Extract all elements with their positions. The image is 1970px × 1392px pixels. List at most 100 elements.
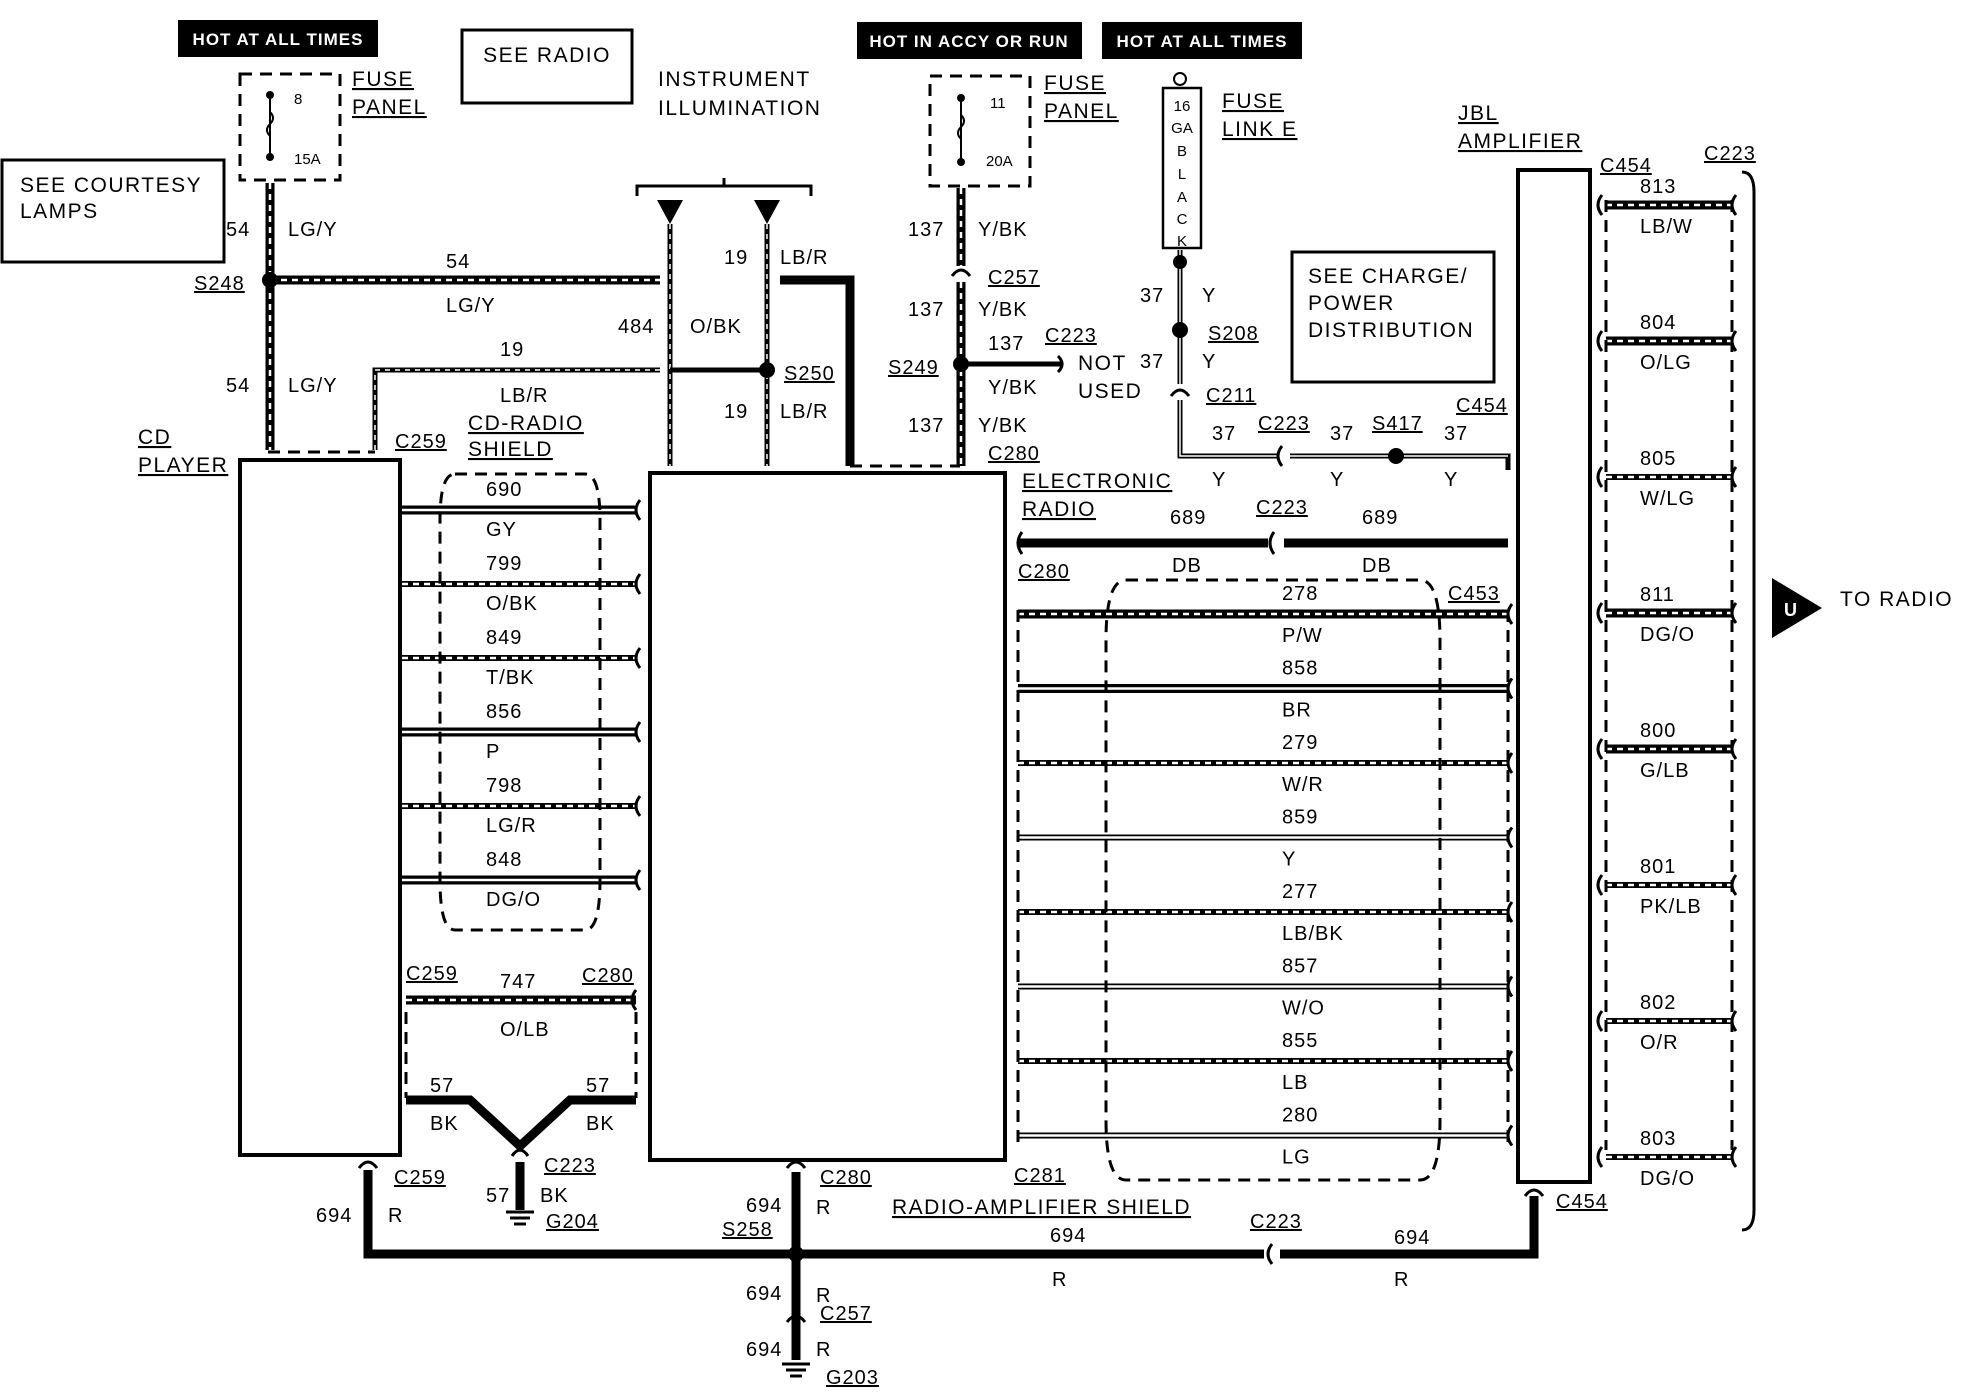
- connector-c223: C223: [1704, 143, 1756, 165]
- cd-ground-dash: [404, 1012, 638, 1098]
- connector-c257: C257: [988, 267, 1040, 289]
- wire-color: Y/BK: [978, 219, 1028, 241]
- wire-color: T/BK: [486, 667, 534, 689]
- wire-number: 37: [1140, 285, 1164, 307]
- see-charge-power-box: SEE CHARGE/ POWER DISTRIBUTION: [1290, 250, 1496, 384]
- wire-color: O/BK: [690, 316, 742, 338]
- wire-number: 803: [1640, 1128, 1676, 1150]
- wire-color: W/R: [1282, 774, 1324, 796]
- fuse-panel-label-1: FUSE: [1044, 72, 1106, 95]
- wire-color: DB: [1172, 555, 1202, 577]
- wire-color: DB: [1362, 555, 1392, 577]
- wire-color: BK: [586, 1113, 615, 1135]
- wire-color: BR: [1282, 700, 1312, 722]
- jbl-label-1: JBL: [1458, 102, 1499, 125]
- fuse-panel-label-1: FUSE: [352, 68, 414, 91]
- u-connector-marker: U: [1772, 578, 1822, 638]
- wire-number: 747: [500, 971, 536, 993]
- wire-number: 484: [618, 316, 654, 338]
- see-charge-label-3: DISTRIBUTION: [1308, 319, 1474, 342]
- wire-number: 137: [908, 299, 944, 321]
- link-letter: A: [1177, 189, 1187, 206]
- wire-number: 280: [1282, 1105, 1318, 1127]
- wire-color: GY: [486, 519, 517, 541]
- wire-number: 804: [1640, 312, 1676, 334]
- wire-number: 57: [486, 1185, 510, 1207]
- wire-number: 811: [1640, 584, 1675, 606]
- wire-number: 694: [746, 1339, 782, 1361]
- instrument-bracket: [635, 178, 813, 196]
- wire-number: 37: [1140, 351, 1164, 373]
- wire-number: 54: [226, 219, 250, 241]
- wire-number: 277: [1282, 881, 1318, 903]
- wire-color: R: [1394, 1269, 1409, 1291]
- wire-number: 858: [1282, 658, 1318, 680]
- wire-number: 37: [1212, 423, 1236, 445]
- wire-color: W/O: [1282, 998, 1325, 1020]
- wire-number: 137: [988, 333, 1024, 355]
- wire-number: 813: [1640, 176, 1676, 198]
- wire-color: R: [816, 1339, 831, 1361]
- wire-color: P/W: [1282, 625, 1323, 647]
- wire-number: 694: [746, 1195, 782, 1217]
- wire-number: 19: [500, 339, 524, 361]
- wire-number: 278: [1282, 583, 1318, 605]
- connector-c280: C280: [1018, 561, 1070, 583]
- see-courtesy-lamps-box: SEE COURTESY LAMPS: [0, 158, 226, 264]
- fuse-link-label-1: FUSE: [1222, 90, 1284, 113]
- splice-label-s248: S248: [194, 273, 245, 295]
- connector-c280: C280: [582, 965, 634, 987]
- wire-number: 689: [1170, 507, 1206, 529]
- to-radio-bracket: [1741, 170, 1756, 1232]
- wire-number: 279: [1282, 732, 1318, 754]
- ground-g204: [506, 1210, 534, 1226]
- fuse-link-label-2: LINK E: [1222, 118, 1298, 141]
- wire-number: 801: [1640, 856, 1676, 878]
- wire-747-olb: [406, 989, 638, 1011]
- jbl-amplifier-box: [1516, 168, 1592, 1184]
- connector-c259: C259: [395, 431, 447, 453]
- wire-color: LB/BK: [1282, 923, 1344, 945]
- fuse-link-e: 16 GA B L A C K: [1161, 72, 1203, 250]
- splice-s249: [953, 356, 969, 372]
- wire-color: P: [486, 741, 500, 763]
- splice-label-s258: S258: [722, 1219, 773, 1241]
- wire-19-lbr-cd: [372, 367, 660, 450]
- see-radio-box: SEE RADIO: [460, 28, 634, 105]
- wire-color: Y: [1444, 469, 1458, 491]
- wire-color: Y: [1330, 469, 1344, 491]
- wire-19-lbr-radio: [764, 224, 855, 466]
- wire-number: 54: [226, 375, 250, 397]
- link-letter: B: [1177, 143, 1187, 160]
- wire-color: DG/O: [486, 889, 541, 911]
- wire-number: 805: [1640, 448, 1676, 470]
- cd-shield-label-2: SHIELD: [468, 438, 553, 461]
- wire-484-obk: [667, 224, 765, 466]
- wire-color: LB: [1282, 1072, 1308, 1094]
- wire-color: DG/O: [1640, 624, 1695, 646]
- banner-hot-at-all-times-2: HOT AT ALL TIMES: [1102, 22, 1302, 59]
- wire-54-lgy: [265, 183, 660, 450]
- wire-color: Y: [1282, 849, 1296, 871]
- fuse-number: 8: [294, 91, 302, 108]
- banner-text: HOT AT ALL TIMES: [193, 30, 364, 49]
- link-letter: 16: [1174, 98, 1191, 115]
- wire-number: 800: [1640, 720, 1676, 742]
- wire-57-bk: [406, 1095, 636, 1210]
- cd-player-label-2: PLAYER: [138, 454, 228, 477]
- connector-c454: C454: [1456, 395, 1508, 417]
- wire-color: PK/LB: [1640, 896, 1702, 918]
- connector-c259: C259: [406, 963, 458, 985]
- see-charge-label-1: SEE CHARGE/: [1308, 265, 1468, 288]
- wire-number: 799: [486, 553, 522, 575]
- connector-c281: C281: [1014, 1165, 1066, 1187]
- wire-number: 137: [908, 219, 944, 241]
